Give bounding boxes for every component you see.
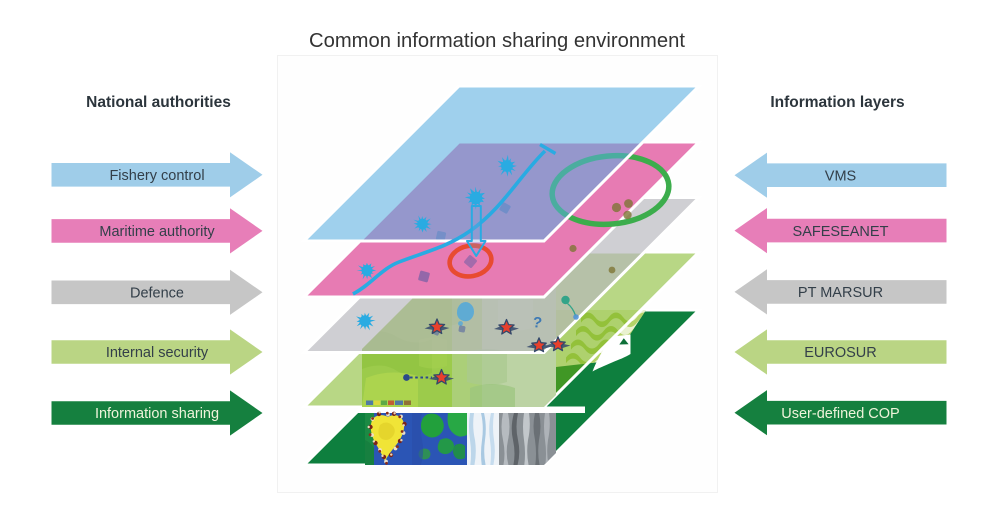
svg-text:?: ?	[532, 314, 543, 332]
svg-text:Common information sharing env: Common information sharing environment	[309, 30, 685, 52]
svg-text:Information layers: Information layers	[770, 94, 904, 111]
svg-text:User-defined COP: User-defined COP	[781, 406, 899, 422]
svg-text:PT MARSUR: PT MARSUR	[798, 285, 883, 301]
svg-text:National authorities: National authorities	[86, 94, 231, 111]
svg-text:Maritime authority: Maritime authority	[99, 224, 215, 240]
svg-text:VMS: VMS	[825, 168, 856, 184]
svg-text:Defence: Defence	[130, 286, 184, 302]
svg-text:SAFESEANET: SAFESEANET	[793, 224, 889, 240]
svg-text:Information sharing: Information sharing	[95, 406, 219, 422]
svg-text:Fishery control: Fishery control	[109, 168, 204, 184]
svg-text:EUROSUR: EUROSUR	[804, 345, 877, 361]
svg-text:Internal security: Internal security	[106, 345, 209, 361]
